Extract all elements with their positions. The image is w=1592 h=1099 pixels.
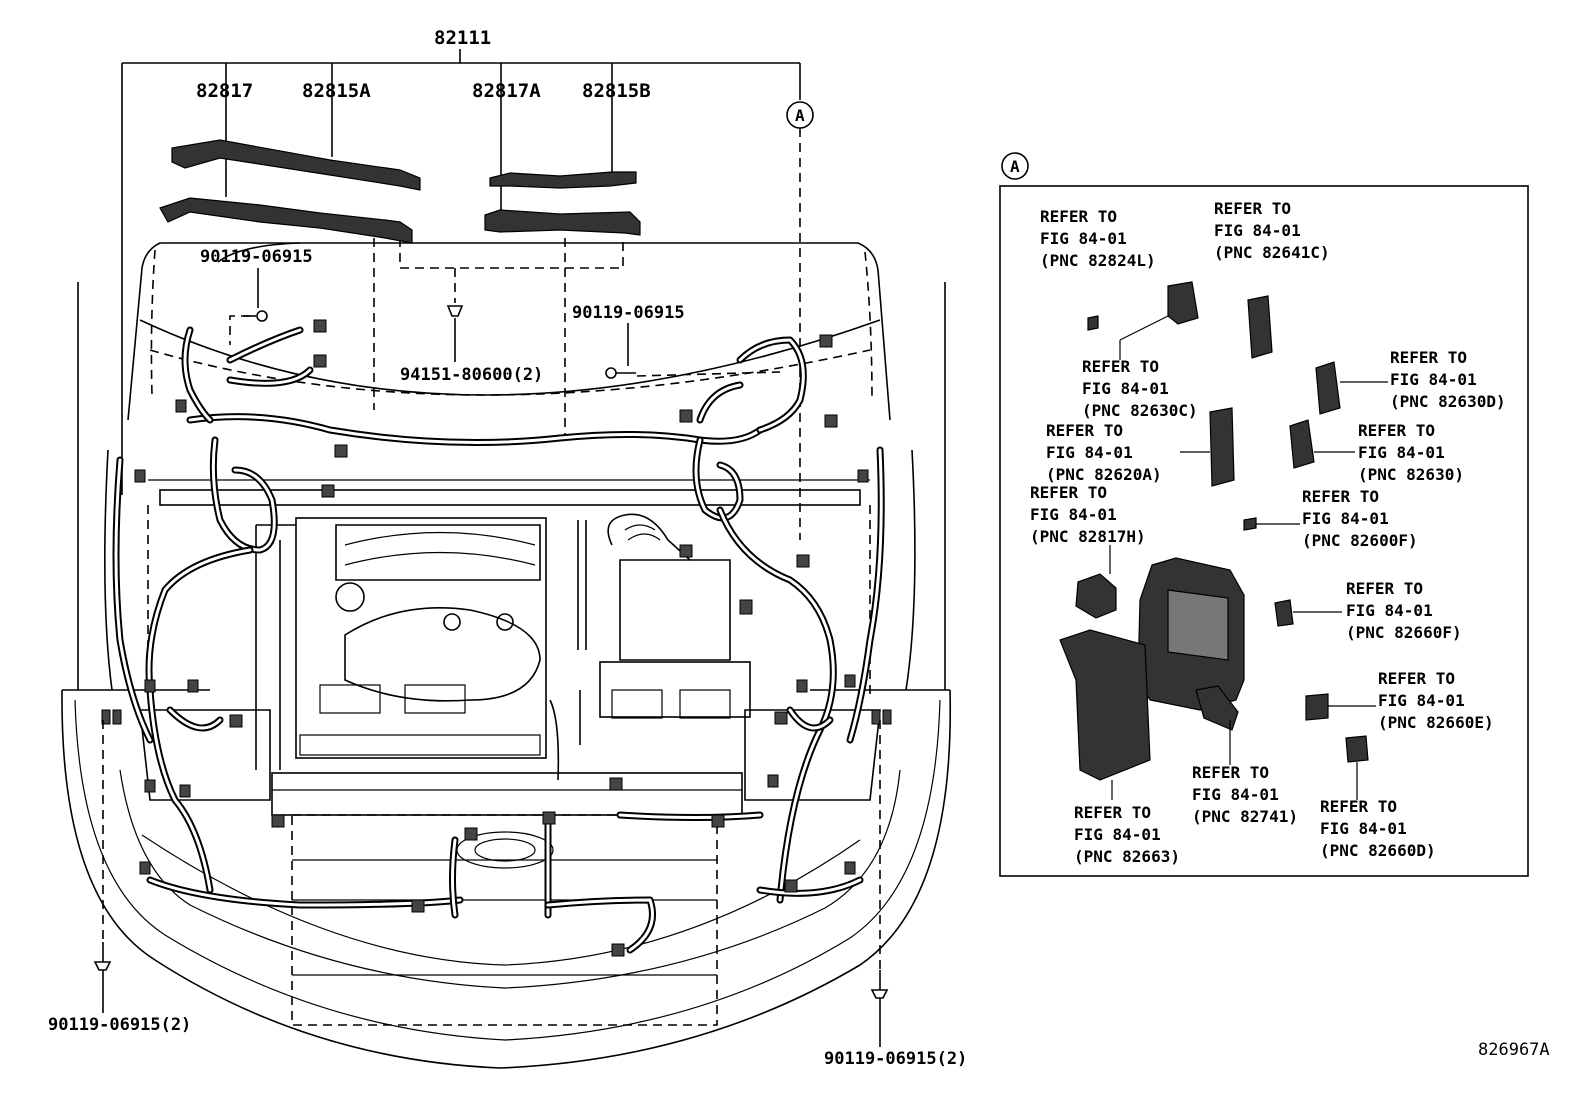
inset-panel: A [999, 152, 1529, 877]
protector-82817A [484, 209, 641, 236]
svg-text:REFER TO: REFER TO [1192, 763, 1269, 782]
bolt-top-right-icon [605, 367, 636, 379]
bolt-bottom-right-icon [870, 720, 889, 1047]
inset-ref-82620A: REFER TO FIG 84-01 (PNC 82620A) [1046, 421, 1162, 484]
bolt-top-left-icon [243, 310, 268, 322]
inset-ref-82630D: REFER TO FIG 84-01 (PNC 82630D) [1390, 348, 1506, 411]
inset-parts [1059, 281, 1388, 800]
main-leader-lines [121, 49, 801, 540]
svg-text:(PNC 82630C): (PNC 82630C) [1082, 401, 1198, 420]
inset-ref-82663: REFER TO FIG 84-01 (PNC 82663) [1074, 803, 1180, 866]
engine-block [255, 513, 751, 781]
svg-text:FIG 84-01: FIG 84-01 [1046, 443, 1133, 462]
protector-82815A [171, 139, 421, 191]
protector-82815B [489, 171, 637, 189]
svg-text:(PNC 82741): (PNC 82741) [1192, 807, 1298, 826]
part-82815A-label: 82815A [302, 80, 371, 102]
harness-connectors [101, 319, 892, 957]
svg-text:(PNC 82663): (PNC 82663) [1074, 847, 1180, 866]
svg-text:FIG 84-01: FIG 84-01 [1030, 505, 1117, 524]
svg-text:REFER TO: REFER TO [1302, 487, 1379, 506]
inset-ref-82741: REFER TO FIG 84-01 (PNC 82741) [1192, 763, 1298, 826]
inset-ref-82817H: REFER TO FIG 84-01 (PNC 82817H) [1030, 483, 1146, 546]
clip-label: 94151-80600(2) [400, 365, 543, 385]
inset-ref-82660F: REFER TO FIG 84-01 (PNC 82660F) [1346, 579, 1462, 642]
main-part-number: 82111 [434, 27, 491, 49]
bolt-bottom-left-label: 90119-06915(2) [48, 1015, 191, 1035]
clip-icon [446, 305, 464, 317]
svg-text:FIG 84-01: FIG 84-01 [1074, 825, 1161, 844]
svg-text:FIG 84-01: FIG 84-01 [1390, 370, 1477, 389]
inset-callout-letter: A [1010, 157, 1020, 176]
svg-text:REFER TO: REFER TO [1030, 483, 1107, 502]
svg-text:REFER TO: REFER TO [1074, 803, 1151, 822]
bolt-top-left-label: 90119-06915 [200, 247, 313, 267]
harness-protector-parts [159, 139, 641, 244]
svg-text:(PNC 82660F): (PNC 82660F) [1346, 623, 1462, 642]
svg-text:(PNC 82630): (PNC 82630) [1358, 465, 1464, 484]
svg-text:REFER TO: REFER TO [1214, 199, 1291, 218]
svg-text:FIG 84-01: FIG 84-01 [1320, 819, 1407, 838]
inset-ref-82660E: REFER TO FIG 84-01 (PNC 82660E) [1378, 669, 1494, 732]
svg-text:FIG 84-01: FIG 84-01 [1082, 379, 1169, 398]
diagram-id: 826967A [1478, 1040, 1550, 1060]
svg-text:REFER TO: REFER TO [1390, 348, 1467, 367]
svg-text:REFER TO: REFER TO [1346, 579, 1423, 598]
svg-text:(PNC 82641C): (PNC 82641C) [1214, 243, 1330, 262]
callout-a-circle [786, 101, 814, 129]
svg-text:(PNC 82620A): (PNC 82620A) [1046, 465, 1162, 484]
callout-a-letter: A [795, 106, 805, 125]
engine-wire-harness [112, 326, 885, 954]
svg-text:FIG 84-01: FIG 84-01 [1192, 785, 1279, 804]
part-82817-label: 82817 [196, 80, 253, 102]
inset-ref-82630: REFER TO FIG 84-01 (PNC 82630) [1358, 421, 1464, 484]
svg-text:REFER TO: REFER TO [1320, 797, 1397, 816]
bolt-top-right-label: 90119-06915 [572, 303, 685, 323]
inset-ref-82660D: REFER TO FIG 84-01 (PNC 82660D) [1320, 797, 1436, 860]
inset-ref-82630C: REFER TO FIG 84-01 (PNC 82630C) [1082, 357, 1198, 420]
inset-ref-82824L: REFER TO FIG 84-01 (PNC 82824L) [1040, 207, 1156, 270]
svg-text:REFER TO: REFER TO [1082, 357, 1159, 376]
svg-text:(PNC 82660D): (PNC 82660D) [1320, 841, 1436, 860]
bolt-bottom-right-label: 90119-06915(2) [824, 1049, 967, 1069]
svg-text:REFER TO: REFER TO [1358, 421, 1435, 440]
fasteners [93, 305, 889, 1047]
svg-text:FIG 84-01: FIG 84-01 [1302, 509, 1389, 528]
svg-text:(PNC 82817H): (PNC 82817H) [1030, 527, 1146, 546]
svg-text:FIG 84-01: FIG 84-01 [1214, 221, 1301, 240]
svg-text:REFER TO: REFER TO [1046, 421, 1123, 440]
svg-text:FIG 84-01: FIG 84-01 [1040, 229, 1127, 248]
svg-text:FIG 84-01: FIG 84-01 [1358, 443, 1445, 462]
svg-text:(PNC 82600F): (PNC 82600F) [1302, 531, 1418, 550]
svg-text:FIG 84-01: FIG 84-01 [1378, 691, 1465, 710]
bolt-bottom-left-icon [93, 720, 112, 1013]
svg-text:FIG 84-01: FIG 84-01 [1346, 601, 1433, 620]
part-82817A-label: 82817A [472, 80, 541, 102]
svg-text:(PNC 82660E): (PNC 82660E) [1378, 713, 1494, 732]
inset-ref-82641C: REFER TO FIG 84-01 (PNC 82641C) [1214, 199, 1330, 262]
inset-frame [999, 185, 1529, 877]
svg-text:REFER TO: REFER TO [1040, 207, 1117, 226]
inset-ref-82600F: REFER TO FIG 84-01 (PNC 82600F) [1302, 487, 1418, 550]
part-82815B-label: 82815B [582, 80, 651, 102]
svg-text:(PNC 82630D): (PNC 82630D) [1390, 392, 1506, 411]
main-labels: 82111 82817 82815A 82817A 82815B 90119-0… [48, 27, 1550, 1069]
protector-82817 [159, 197, 413, 244]
svg-text:REFER TO: REFER TO [1378, 669, 1455, 688]
inset-callout-circle [1001, 152, 1029, 180]
svg-text:(PNC 82824L): (PNC 82824L) [1040, 251, 1156, 270]
